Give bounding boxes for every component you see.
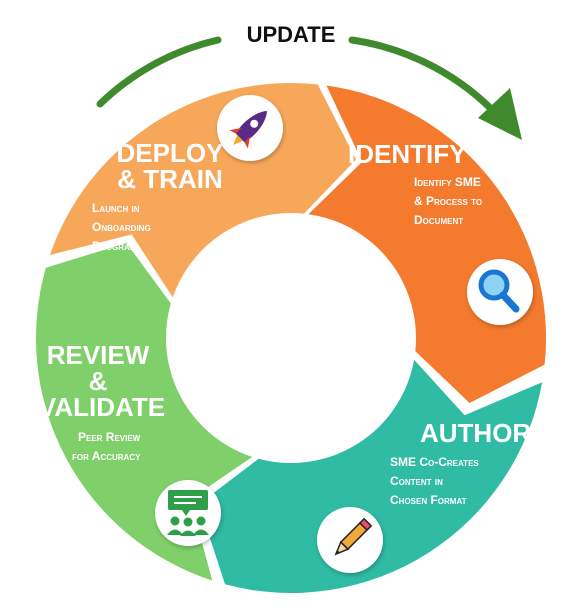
review-title-line-2: & (89, 366, 108, 396)
review-segment (35, 243, 253, 581)
identify-desc-line-3: Document (414, 213, 463, 227)
review-desc-line-2: for Accuracy (72, 449, 141, 463)
author-segment (198, 359, 543, 593)
author-block: AUTHOR SME Co-Creates Content in Chosen … (390, 418, 531, 507)
update-arrowhead-icon (478, 88, 522, 140)
identify-block: IDENTIFY Identify SME & Process to Docum… (348, 139, 482, 227)
rocket-icon (217, 95, 283, 161)
review-block: REVIEW & VALIDATE Peer Review for Accura… (39, 340, 165, 463)
identify-title: IDENTIFY (348, 139, 466, 169)
author-desc-line-3: Chosen Format (390, 493, 467, 507)
identify-desc-line-1: Identify SME (414, 175, 481, 189)
update-label: UPDATE (247, 22, 336, 47)
author-desc-line-2: Content in (390, 474, 443, 488)
review-title-line-3: VALIDATE (39, 392, 165, 422)
identify-segment (308, 85, 546, 403)
author-desc-line-1: SME Co-Creates (390, 455, 479, 469)
review-desc-line-1: Peer Review (78, 430, 141, 444)
pencil-icon (317, 507, 383, 573)
deploy-block: DEPLOY & TRAIN Launch in Onboarding Prog… (92, 138, 223, 253)
deploy-desc-line-2: Onboarding (92, 220, 151, 234)
identify-desc-line-2: & Process to (414, 194, 482, 208)
cycle-segments (35, 83, 546, 593)
update-arrow (96, 36, 522, 140)
author-title: AUTHOR (420, 418, 531, 448)
deploy-desc-line-1: Launch in (92, 201, 140, 215)
update-arc-right (348, 36, 504, 122)
deploy-desc-line-3: Program (92, 239, 137, 253)
magnifier-icon (467, 259, 533, 325)
deploy-title-line-2: & TRAIN (117, 164, 222, 194)
review-title-line-1: REVIEW (47, 340, 150, 370)
update-arc-left (96, 36, 222, 108)
deploy-title-line-1: DEPLOY (117, 138, 224, 168)
team-discussion-icon (155, 480, 221, 546)
